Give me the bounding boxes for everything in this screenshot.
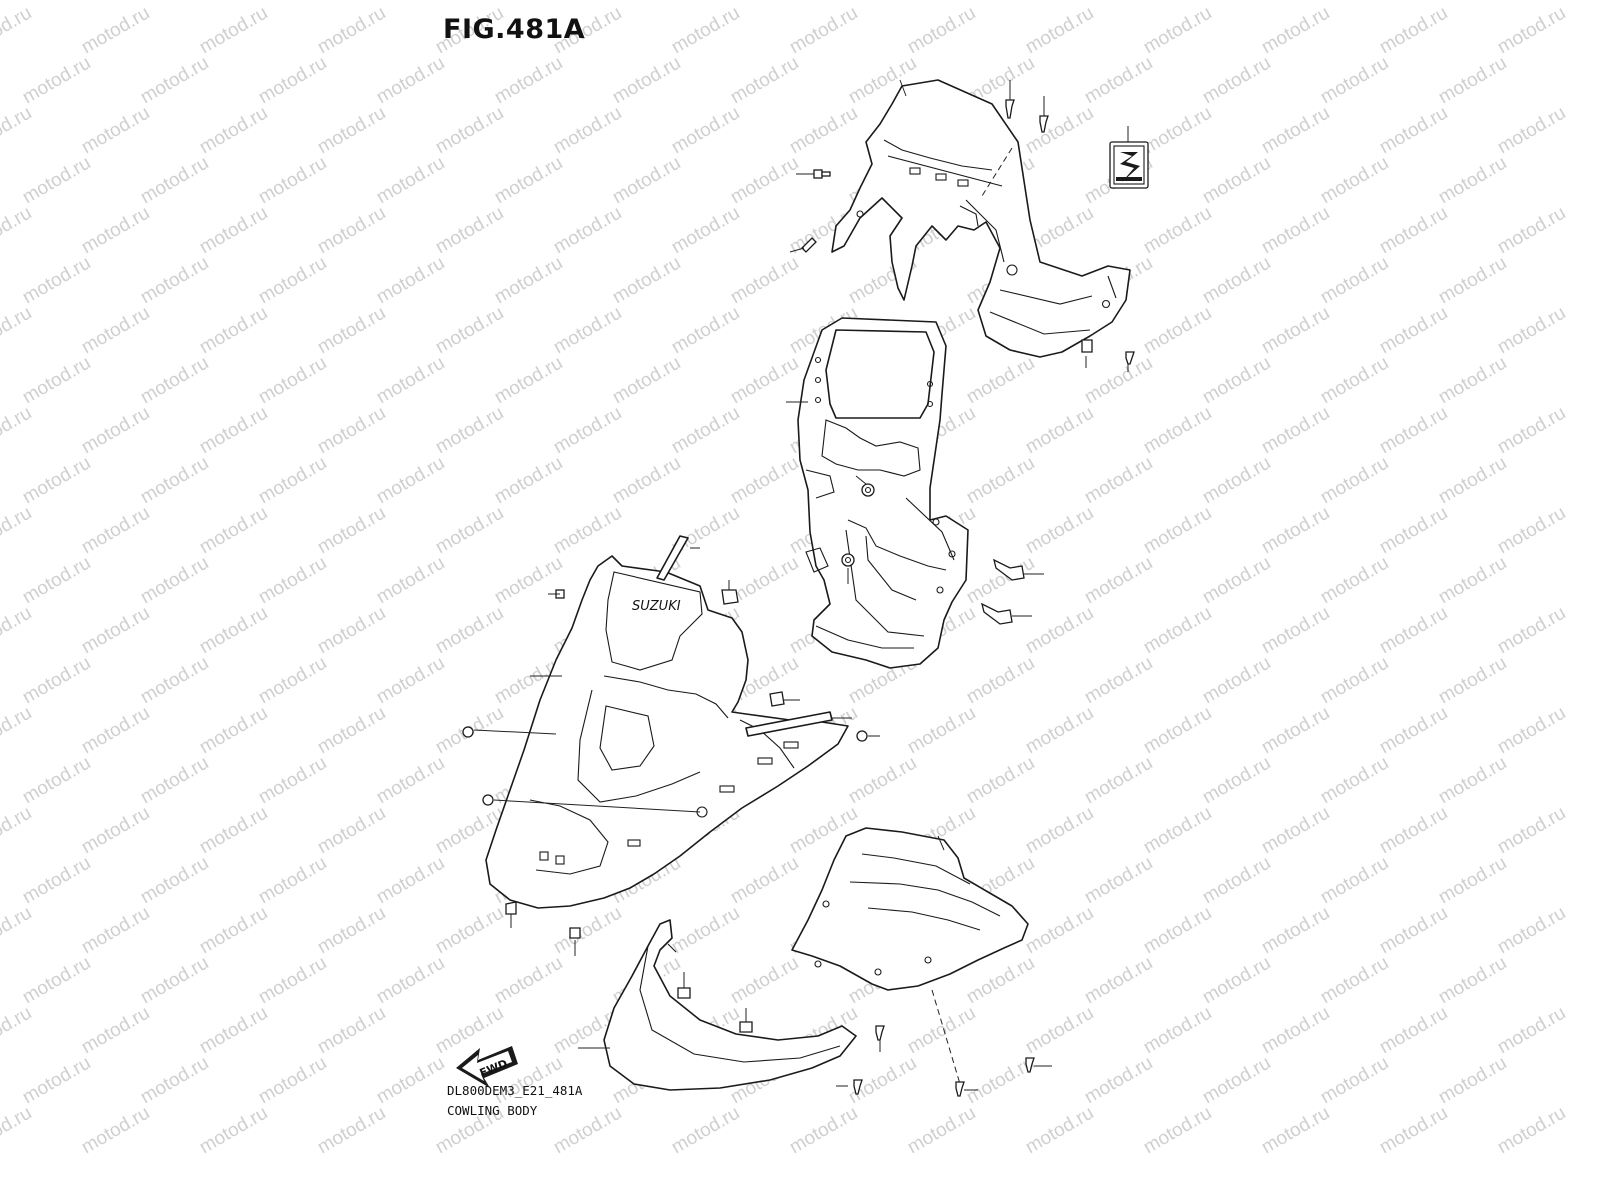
part-15-emblem (1109, 141, 1149, 189)
suzuki-emblem-icon (1120, 152, 1140, 182)
figure-title: FIG.481A (443, 14, 586, 45)
part-3-inner-panel (791, 827, 1029, 991)
part-5-meter-bracket (797, 317, 969, 669)
leader-lines (473, 79, 1129, 1091)
figure-code: DL800DEM3_E21_481A (447, 1083, 583, 1098)
part-1-front-cowling: SUZUKI (485, 555, 849, 909)
part-2-under-cowl (603, 919, 857, 1091)
figure-footer: DL800DEM3_E21_481A COWLING BODY (447, 1081, 582, 1121)
part-4-edge-trims (656, 535, 833, 737)
hardware (462, 99, 1135, 1097)
figure-caption: COWLING BODY (447, 1103, 538, 1118)
cowling-logo-text: SUZUKI (632, 599, 681, 614)
part-6-upper-bracket (831, 79, 1131, 358)
